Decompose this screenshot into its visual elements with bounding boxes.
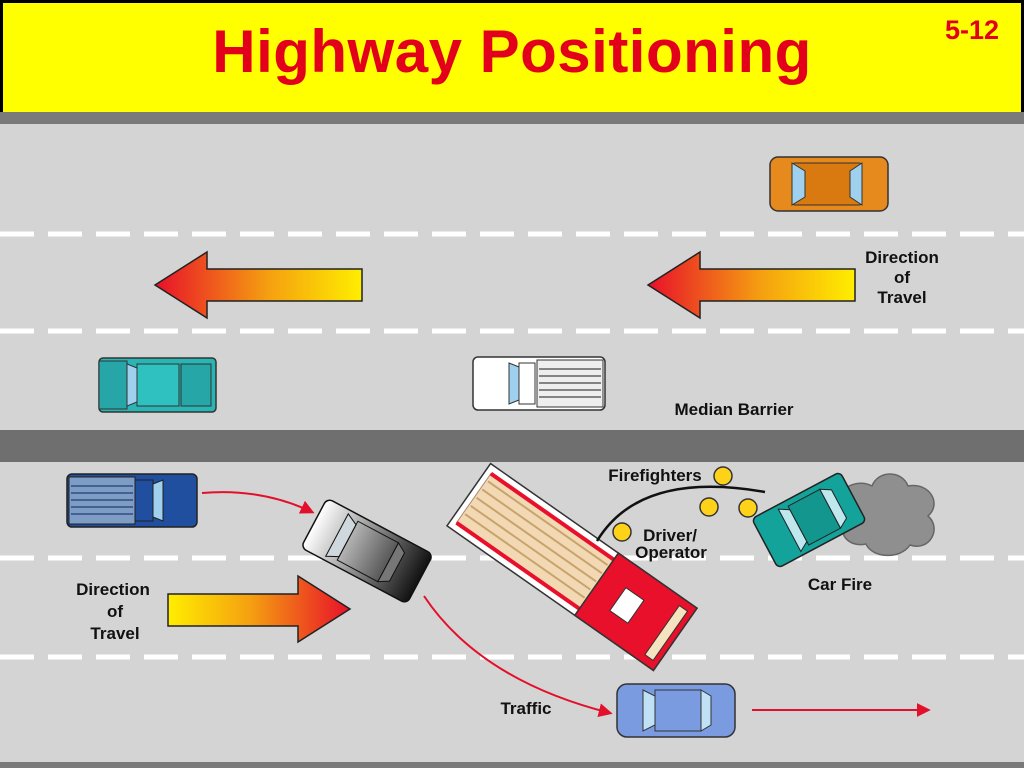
firefighter-marker	[699, 497, 719, 517]
median-barrier	[0, 430, 1024, 462]
driver-operator-label-line1: Driver/	[643, 526, 697, 545]
fire-apparatus	[445, 462, 699, 672]
firefighter-markers	[612, 466, 758, 542]
direction-label-top-line1: Direction	[865, 248, 939, 267]
direction-arrow-top-left	[153, 250, 363, 320]
blue-pickup	[66, 473, 198, 528]
direction-label-top-line2: of	[894, 268, 910, 287]
slide-title: Highway Positioning	[212, 18, 812, 85]
direction-label-bottom-line3: Travel	[90, 624, 139, 643]
road-edge-bottom	[0, 762, 1024, 768]
median-barrier-label: Median Barrier	[674, 400, 793, 419]
teal-car-on-fire	[752, 472, 866, 568]
white-pickup	[472, 356, 606, 411]
direction-label-bottom-line1: Direction	[76, 580, 150, 599]
direction-label-bottom-line2: of	[107, 602, 123, 621]
orange-car	[769, 156, 889, 212]
slide-number: 5-12	[944, 15, 999, 45]
firefighter-marker	[713, 466, 733, 486]
firefighters-label: Firefighters	[608, 466, 702, 485]
direction-arrow-top-right	[646, 250, 856, 320]
black-car	[302, 499, 432, 603]
driver-operator-marker	[612, 522, 632, 542]
traffic-arrow-around-scene	[423, 595, 613, 718]
direction-label-top-line3: Travel	[877, 288, 926, 307]
direction-arrow-bottom	[167, 574, 352, 644]
traffic-label: Traffic	[500, 699, 551, 718]
traffic-arrow-lane-change	[201, 491, 315, 514]
teal-pickup	[98, 357, 217, 413]
firefighter-marker	[738, 498, 758, 518]
light-blue-car	[616, 683, 736, 738]
road-edge-top	[0, 112, 1024, 124]
hose-line	[595, 485, 766, 542]
highway-diagram: Direction of Travel Median Barrier Firef…	[0, 112, 1024, 768]
driver-operator-label-line2: Operator	[635, 543, 707, 562]
car-fire-label: Car Fire	[808, 575, 872, 594]
title-banner: Highway Positioning 5-12	[3, 3, 1021, 112]
